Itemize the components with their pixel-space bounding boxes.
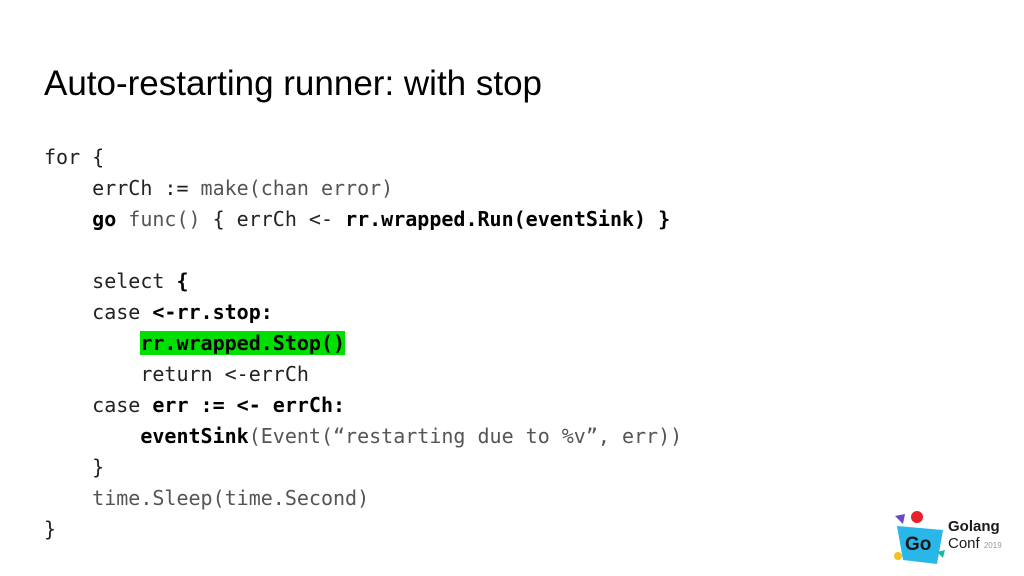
code-token: } (44, 455, 105, 479)
code-line-13: } (44, 514, 682, 545)
code-token: } (44, 517, 57, 541)
code-token: rr.wrapped.Run(eventSink) } (345, 207, 671, 231)
code-token: select (44, 269, 177, 293)
code-token: make(chan error) (200, 176, 394, 200)
code-line-7: rr.wrapped.Stop() (44, 328, 682, 359)
code-token: { errCh <- (200, 207, 346, 231)
logo-go-badge: Go (905, 534, 931, 555)
code-line-1: for { (44, 142, 682, 173)
golang-conf-logo: Go (894, 511, 945, 564)
logo-shape-teal (937, 550, 945, 558)
slide-title: Auto-restarting runner: with stop (44, 64, 543, 103)
code-token: errCh := (44, 176, 201, 200)
code-block: for { errCh := make(chan error) go func(… (44, 142, 682, 545)
code-line-blank (44, 235, 682, 266)
code-line-10: eventSink(Event(“restarting due to %v”, … (44, 421, 682, 452)
code-line-6: case <-rr.stop: (44, 297, 682, 328)
code-token: return <-errCh (44, 362, 309, 386)
code-line-5: select { (44, 266, 682, 297)
code-token: { (176, 269, 189, 293)
logo-conf: Conf (948, 535, 980, 552)
code-token: case (44, 300, 153, 324)
code-line-12: time.Sleep(time.Second) (44, 483, 682, 514)
code-line-11: } (44, 452, 682, 483)
code-line-9: case err := <- errCh: (44, 390, 682, 421)
code-keyword: go (92, 207, 117, 231)
code-line-8: return <-errCh (44, 359, 682, 390)
code-token: err := <- errCh: (152, 393, 346, 417)
logo-subtitle: Conf 2019 (948, 535, 1002, 555)
logo-dot-red (911, 511, 923, 523)
logo-shape-blue (897, 526, 943, 564)
code-token: time.Sleep(time.Second) (92, 486, 370, 510)
code-token: func() (116, 207, 201, 231)
logo-dot-yellow (894, 552, 902, 560)
logo-text: Golang Conf 2019 (948, 518, 1002, 555)
highlighted-code: rr.wrapped.Stop() (140, 331, 346, 355)
code-line-3: go func() { errCh <- rr.wrapped.Run(even… (44, 204, 682, 235)
code-token: <-rr.stop: (152, 300, 273, 324)
code-token: for { (44, 145, 105, 169)
code-line-2: errCh := make(chan error) (44, 173, 682, 204)
code-token: (Event(“restarting due to %v”, err)) (248, 424, 683, 448)
logo-year: 2019 (983, 541, 1002, 550)
code-token: case (44, 393, 153, 417)
code-token: eventSink (140, 424, 249, 448)
logo-shape-purple (895, 514, 905, 524)
logo-title: Golang (948, 518, 1000, 535)
